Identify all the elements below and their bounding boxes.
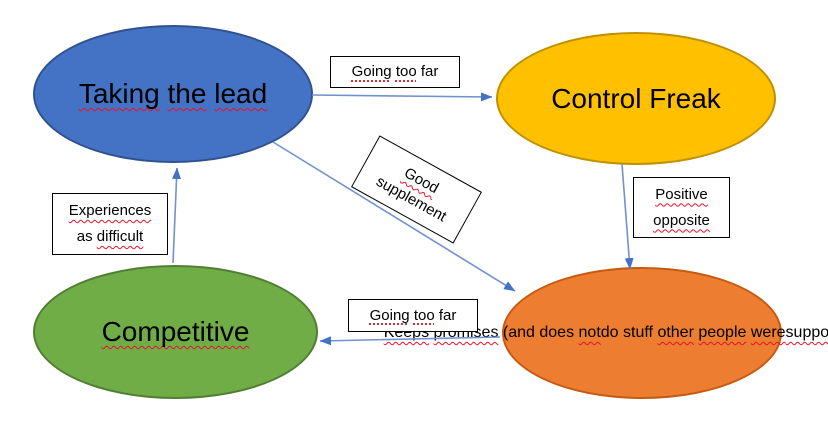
arrow-competitive-to-taking-lead: [172, 167, 182, 264]
edge-label-going-too-far-top: Going too far: [330, 56, 460, 88]
node-control-freak: Control Freak: [496, 32, 776, 165]
node-taking-the-lead: Taking the lead: [33, 25, 313, 163]
node-competitive: Competitive: [33, 265, 318, 399]
arrow-taking-lead-to-control-freak: [311, 92, 493, 102]
arrow-keeps-promises-to-competitive: [319, 336, 501, 346]
arrow-taking-lead-to-keeps-promises: [272, 141, 516, 292]
arrow-control-freak-to-keeps-promises: [621, 163, 634, 270]
edge-label-going-too-far-bottom: Going too far: [348, 299, 478, 332]
